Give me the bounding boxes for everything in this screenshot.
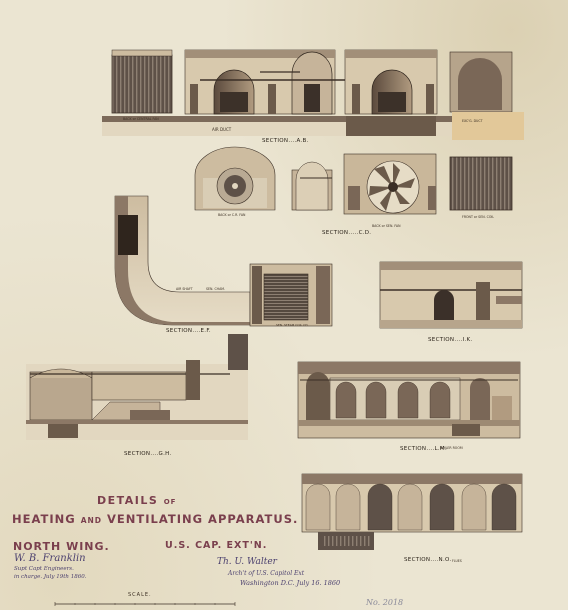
section-gh-drawing [26, 334, 248, 440]
title-details: DETAILS [97, 494, 159, 507]
svg-text:BACK or CENTRAL FAN: BACK or CENTRAL FAN [123, 117, 159, 121]
section-gh-label: SECTION....G.H. [124, 451, 172, 457]
title-extension: U.S. CAP. EXT'N. [165, 540, 268, 551]
signature-right-place: Washington D.C. July 16. 1860 [240, 579, 341, 587]
section-ef-drawing: AIR SHAFT SEN. CHAM. SEN. STEAM COIL CH. [114, 195, 333, 327]
svg-text:BACK or SEN. FAN: BACK or SEN. FAN [372, 224, 401, 228]
section-ab-drawing: BACK or CENTRAL FAN AIR DUCT EXC'G. DUCT [102, 49, 524, 140]
title-of: OF [163, 498, 177, 506]
svg-text:AIR SHAFT: AIR SHAFT [176, 287, 193, 291]
section-ik-label: SECTION....I.K. [428, 337, 473, 343]
title-line-2: HEATING AND VENTILATING APPARATUS. [12, 512, 298, 526]
signature-left-name: W. B. Franklin [14, 553, 86, 564]
title-line-1: DETAILS OF [97, 494, 176, 507]
section-cd-drawing: BACK or C.R. FAN BACK or SEN. FAN FRONT … [194, 146, 513, 228]
title-ventilating: VENTILATING APPARATUS. [107, 512, 299, 526]
title-north-wing: NORTH WING. [13, 540, 110, 553]
archive-stamp: No. 2018 [366, 598, 404, 607]
signature-right-title: Arch't of U.S. Capitol Ext [228, 570, 305, 577]
svg-text:FLUES: FLUES [452, 559, 462, 563]
signature-right-name: Th. U. Walter [217, 557, 277, 567]
svg-text:BOILER ROOM: BOILER ROOM [440, 446, 463, 450]
svg-text:EXC'G. DUCT: EXC'G. DUCT [462, 119, 483, 123]
scale-bar [54, 602, 236, 606]
section-lm-label: SECTION....L.M. [400, 446, 448, 452]
title-heating: HEATING [12, 512, 76, 526]
section-ab-label: SECTION....A.B. [262, 138, 309, 144]
title-and: AND [80, 516, 103, 525]
signature-left-place: in charge. July 19th 1860. [14, 574, 87, 580]
section-no-drawing: FLUES [301, 473, 523, 563]
scale-label: SCALE. [128, 592, 152, 598]
section-ef-label: SECTION....E.F. [166, 328, 211, 334]
section-lm-drawing: BOILER ROOM [297, 361, 521, 450]
svg-text:SEN. CHAM.: SEN. CHAM. [206, 287, 225, 291]
svg-text:AIR DUCT: AIR DUCT [212, 127, 232, 132]
section-no-label: SECTION....N.O. [404, 557, 452, 563]
section-ik-drawing [379, 261, 523, 329]
section-cd-label: SECTION.....C.D. [322, 230, 372, 236]
signature-left-title: Supt Capt Engineers. [14, 566, 74, 572]
svg-text:FRONT or SEN. COIL: FRONT or SEN. COIL [462, 215, 494, 219]
svg-text:BACK or C.R. FAN: BACK or C.R. FAN [218, 213, 246, 217]
svg-text:SEN. STEAM COIL CH.: SEN. STEAM COIL CH. [276, 323, 308, 327]
